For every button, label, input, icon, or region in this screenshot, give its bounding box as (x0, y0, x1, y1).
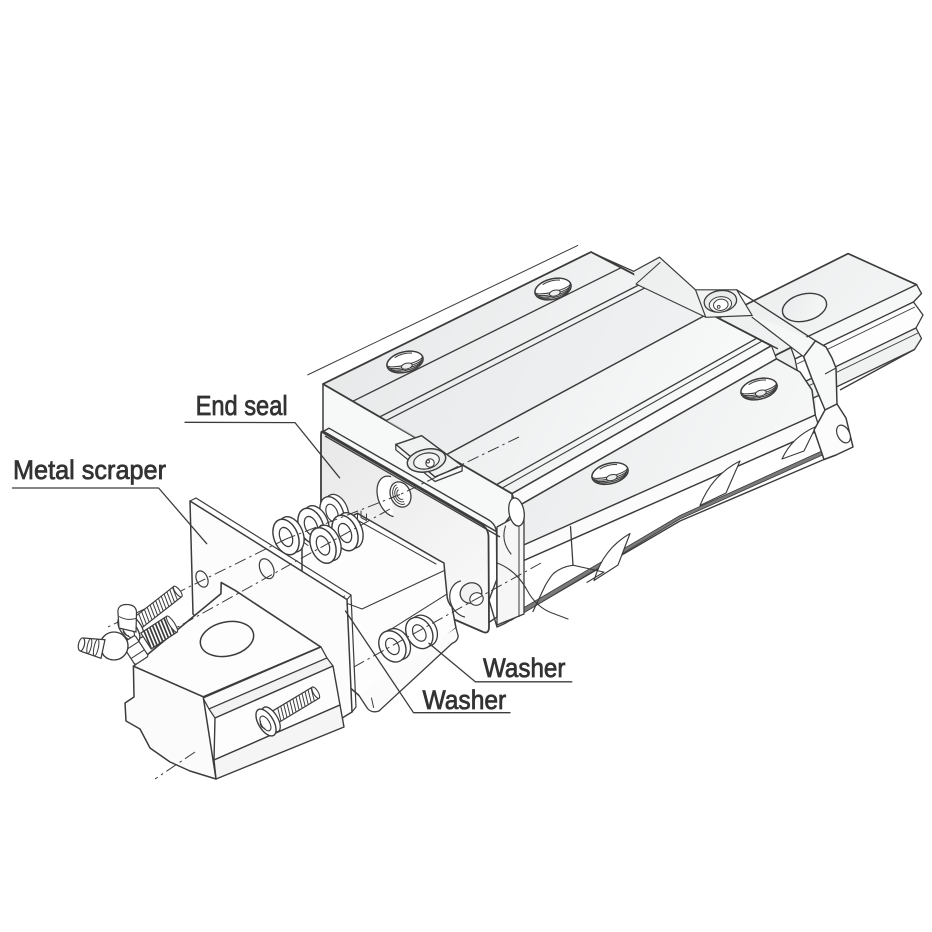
svg-text:Washer: Washer (483, 653, 565, 683)
svg-text:Washer: Washer (423, 685, 507, 715)
svg-text:Metal scraper: Metal scraper (13, 455, 166, 485)
svg-text:End seal: End seal (196, 390, 288, 421)
